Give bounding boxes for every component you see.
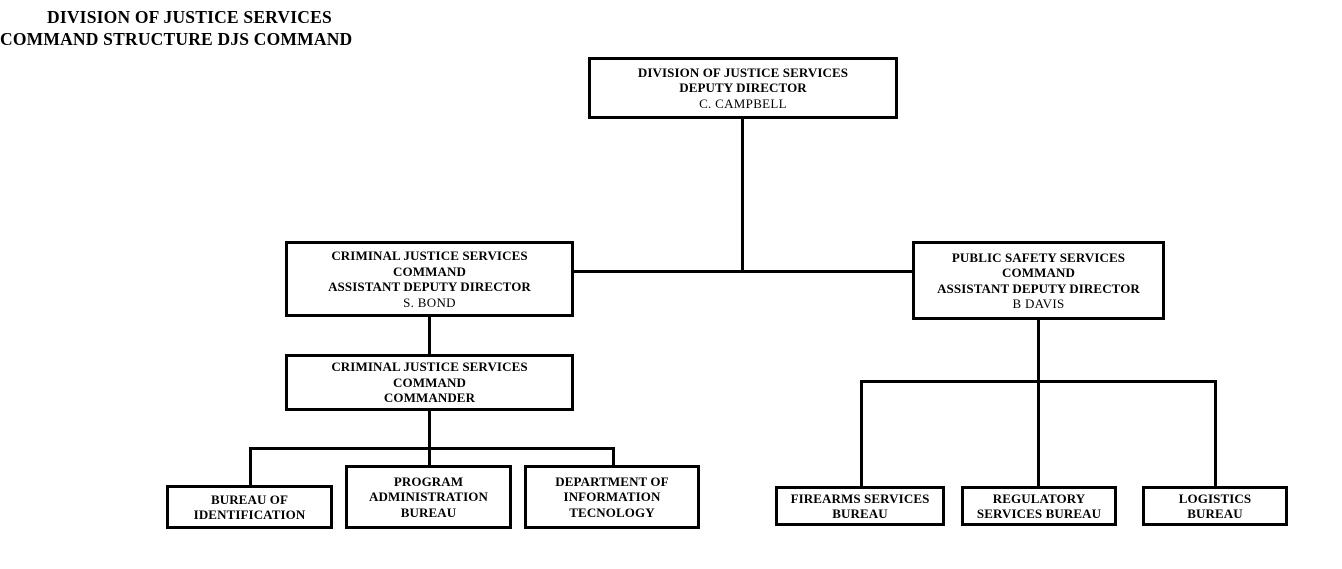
node-line: ADMINISTRATION [369, 489, 488, 505]
node-regulatory-services-bureau[interactable]: REGULATORY SERVICES BUREAU [961, 486, 1117, 526]
node-firearms-services-bureau[interactable]: FIREARMS SERVICES BUREAU [775, 486, 945, 526]
page-title-line-2: COMMAND STRUCTURE DJS COMMAND [0, 29, 353, 49]
node-line: REGULATORY [992, 490, 1086, 506]
node-line: LOGISTICS [1178, 490, 1252, 506]
node-line: BUREAU OF [210, 491, 289, 507]
node-line: COMMAND [1002, 265, 1075, 280]
node-line: COMMAND [393, 263, 466, 279]
node-line: INFORMATION [563, 489, 661, 505]
node-line: FIREARMS SERVICES [790, 490, 930, 506]
node-line: COMMANDER [383, 390, 476, 406]
node-line: BUREAU [400, 504, 457, 520]
node-line: BUREAU [832, 506, 888, 521]
node-criminal-justice-services-command[interactable]: CRIMINAL JUSTICE SERVICES COMMAND ASSIST… [285, 241, 574, 317]
node-line: ASSISTANT DEPUTY DIRECTOR [937, 280, 1140, 296]
connector-commander-bus [249, 447, 615, 450]
connector-commander-stem [428, 409, 431, 450]
connector-to-department-of-information-tecnology [612, 447, 615, 466]
connector-to-program-administration-bureau [428, 447, 431, 466]
node-line: IDENTIFICATION [193, 507, 306, 522]
connector-to-bureau-of-identification [249, 447, 252, 486]
node-public-safety-services-command[interactable]: PUBLIC SAFETY SERVICES COMMAND ASSISTANT… [912, 241, 1165, 320]
connector-root-stem [741, 116, 744, 273]
node-line: SERVICES BUREAU [976, 506, 1102, 521]
node-logistics-bureau[interactable]: LOGISTICS BUREAU [1142, 486, 1288, 526]
node-program-administration-bureau[interactable]: PROGRAM ADMINISTRATION BUREAU [345, 465, 512, 529]
connector-to-regulatory-services-bureau [1037, 380, 1040, 486]
node-criminal-justice-services-commander[interactable]: CRIMINAL JUSTICE SERVICES COMMAND COMMAN… [285, 354, 574, 411]
connector-level1-bus [572, 270, 915, 273]
node-line: DEPUTY DIRECTOR [679, 80, 807, 96]
node-person: C. CAMPBELL [699, 95, 787, 111]
node-person: S. BOND [403, 294, 456, 310]
node-line: TECNOLOGY [569, 504, 655, 520]
node-line: PROGRAM [393, 473, 464, 489]
connector-pss-stem [1037, 318, 1040, 382]
connector-to-logistics-bureau [1214, 380, 1217, 486]
page-title-line-1: DIVISION OF JUSTICE SERVICES [47, 7, 332, 27]
node-person: B DAVIS [1012, 296, 1065, 311]
connector-to-firearms-services-bureau [860, 380, 863, 486]
connector-cjs-to-commander [428, 314, 431, 356]
node-line: PUBLIC SAFETY SERVICES [951, 249, 1126, 265]
node-line: DEPARTMENT OF [555, 473, 669, 489]
node-department-of-information-tecnology[interactable]: DEPARTMENT OF INFORMATION TECNOLOGY [524, 465, 700, 529]
node-bureau-of-identification[interactable]: BUREAU OF IDENTIFICATION [166, 485, 333, 529]
node-djs-deputy-director[interactable]: DIVISION OF JUSTICE SERVICES DEPUTY DIRE… [588, 57, 898, 119]
node-line: COMMAND [393, 374, 466, 390]
node-line: CRIMINAL JUSTICE SERVICES [331, 248, 528, 263]
node-line: CRIMINAL JUSTICE SERVICES [331, 359, 528, 375]
page-title: DIVISION OF JUSTICE SERVICES COMMAND STR… [0, 6, 430, 50]
node-line: DIVISION OF JUSTICE SERVICES [637, 64, 849, 80]
node-line: BUREAU [1187, 506, 1243, 521]
node-line: ASSISTANT DEPUTY DIRECTOR [328, 279, 531, 294]
